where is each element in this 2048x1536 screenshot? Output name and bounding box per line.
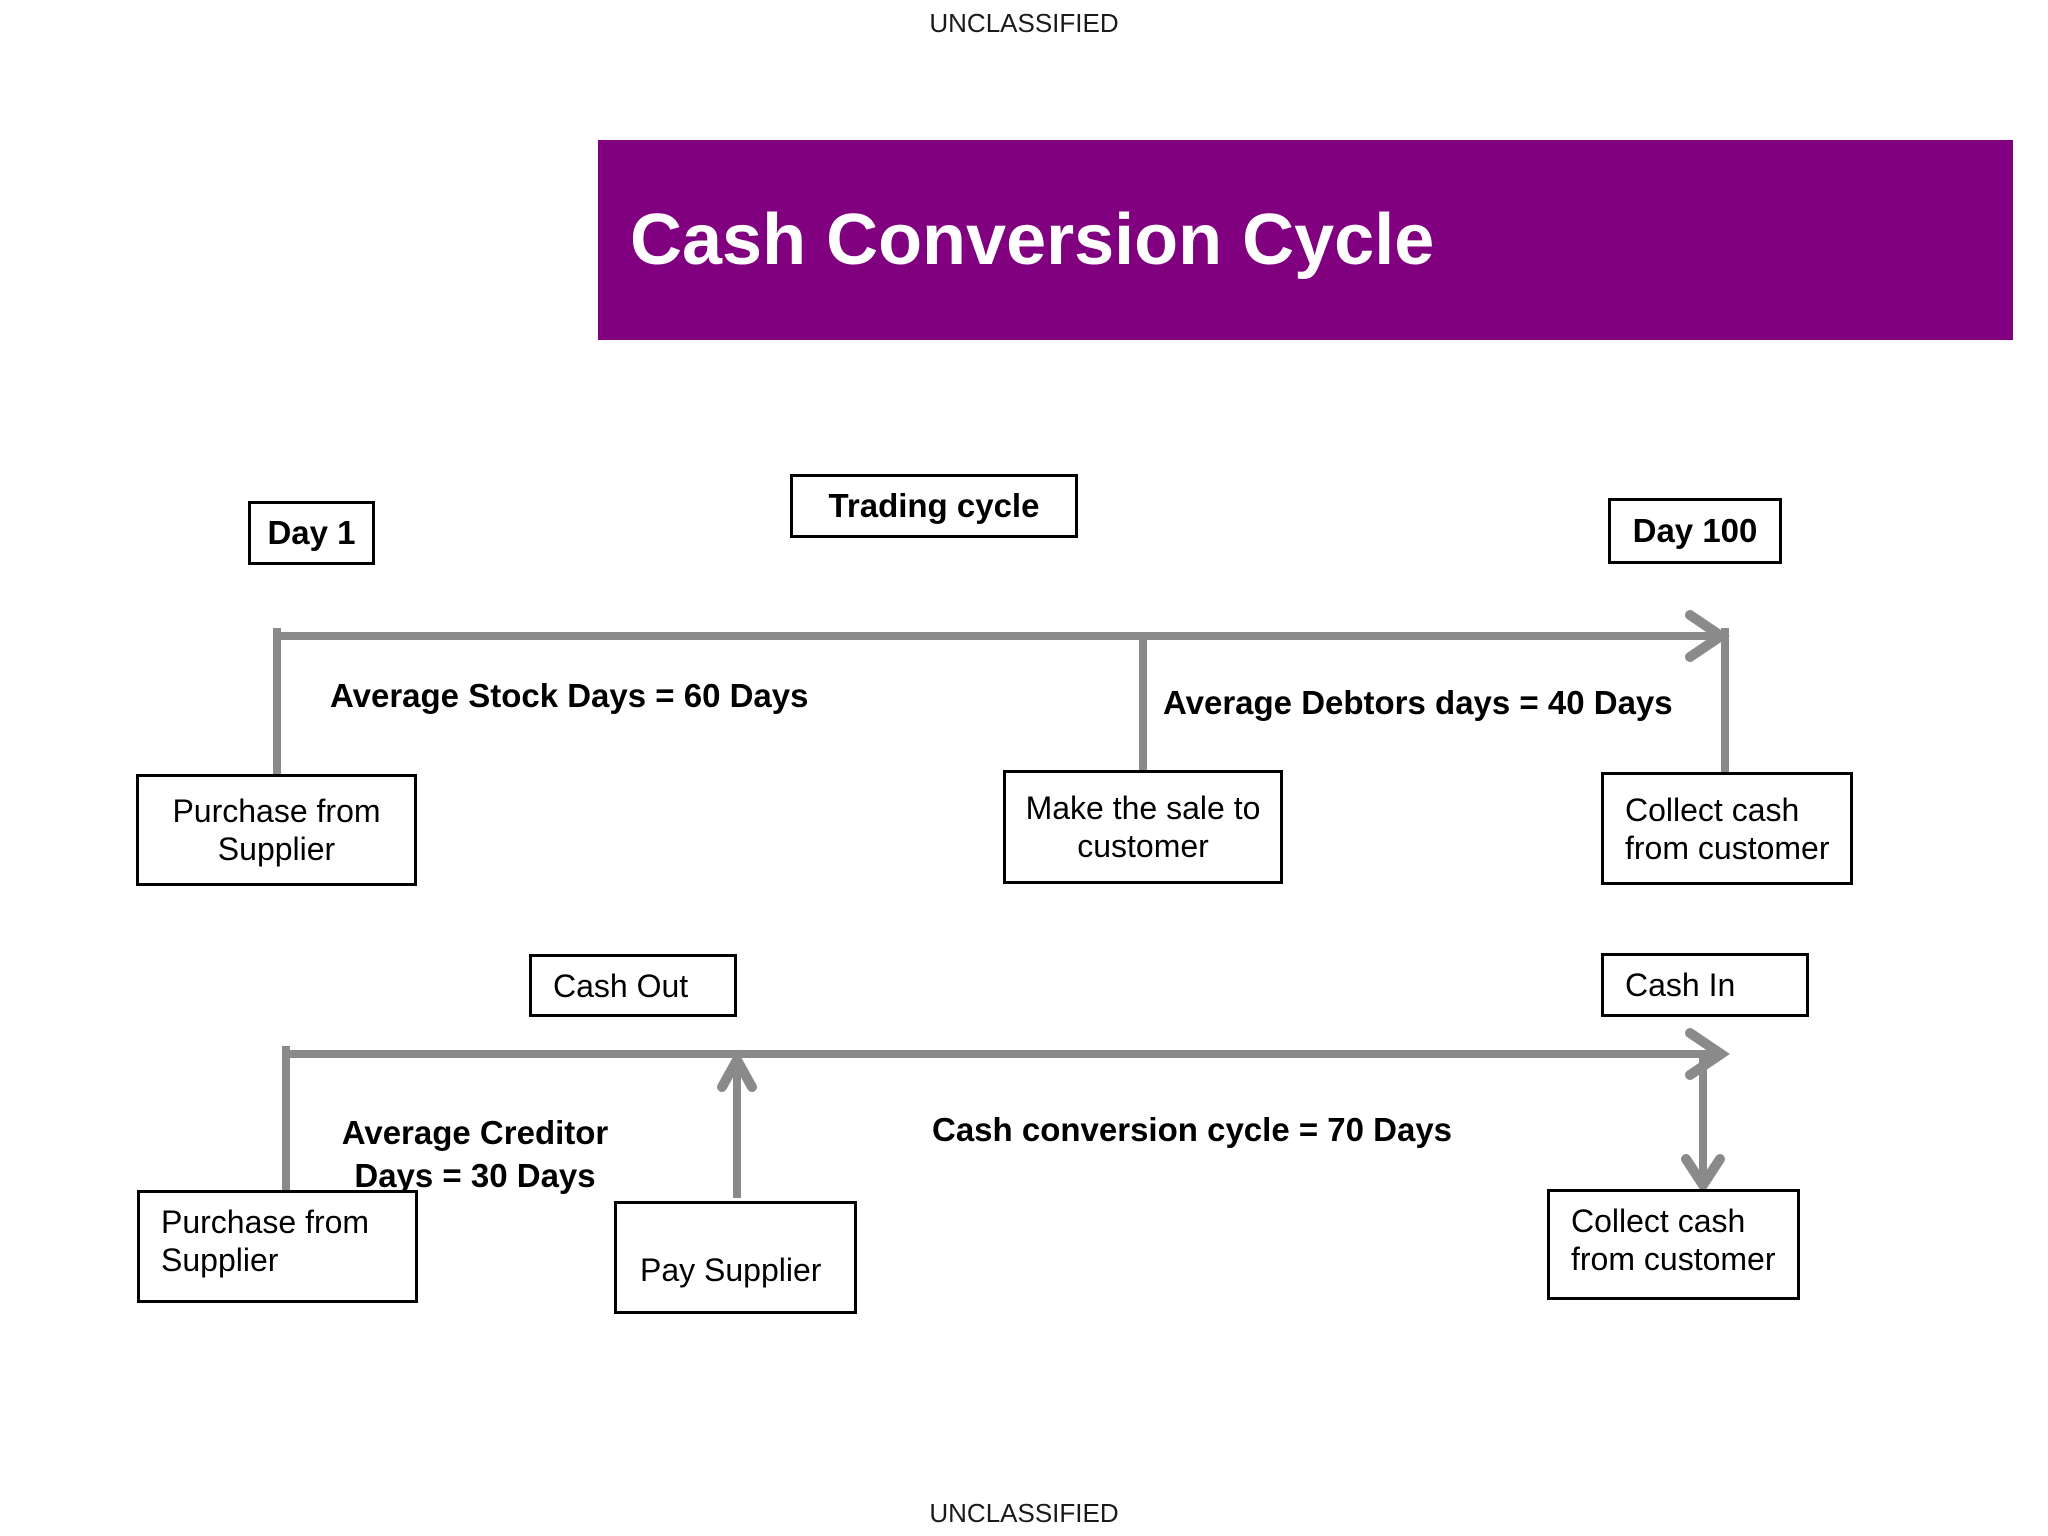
bottom-timeline-arrow <box>282 1028 1730 1198</box>
purchase-from-supplier-box-bottom: Purchase from Supplier <box>137 1190 418 1303</box>
box-line: Supplier <box>217 831 336 867</box>
trading-cycle-box: Trading cycle <box>790 474 1078 538</box>
collect-cash-box-bottom: Collect cash from customer <box>1547 1189 1800 1300</box>
avg-debtors-days-label: Average Debtors days = 40 Days <box>1163 684 1673 721</box>
avg-creditor-days-label: Average Creditor Days = 30 Days <box>275 1111 675 1197</box>
pay-supplier-box: Pay Supplier <box>614 1201 857 1314</box>
box-line: Make the sale to <box>1025 790 1261 826</box>
box-line: from customer <box>1571 1241 1776 1277</box>
box-line: from customer <box>1625 829 1830 866</box>
day1-box: Day 1 <box>248 501 375 565</box>
top-timeline-arrow <box>273 610 1730 776</box>
box-line: Purchase from <box>172 793 381 829</box>
page-title: Cash Conversion Cycle <box>630 200 1435 280</box>
classification-marking-bottom: UNCLASSIFIED <box>929 1498 1119 1528</box>
purchase-from-supplier-box-top: Purchase from Supplier <box>136 774 417 886</box>
label-line: Average Creditor <box>341 1114 609 1151</box>
title-banner: Cash Conversion Cycle <box>598 140 2013 340</box>
make-sale-box: Make the sale to customer <box>1003 770 1283 884</box>
box-line: customer <box>1077 828 1209 864</box>
box-line: Collect cash <box>1625 791 1800 828</box>
avg-stock-days-label: Average Stock Days = 60 Days <box>330 677 809 714</box>
day100-box: Day 100 <box>1608 498 1782 564</box>
cash-conversion-cycle-label: Cash conversion cycle = 70 Days <box>932 1111 1453 1148</box>
cash-in-box: Cash In <box>1601 953 1809 1017</box>
box-line: Collect cash <box>1571 1203 1746 1239</box>
classification-marking-top: UNCLASSIFIED <box>929 8 1119 38</box>
cash-out-box: Cash Out <box>529 954 737 1017</box>
collect-cash-box-top: Collect cash from customer <box>1601 772 1853 885</box>
box-line: Supplier <box>161 1242 279 1278</box>
label-line: Days = 30 Days <box>354 1157 596 1194</box>
box-line: Purchase from <box>161 1204 370 1240</box>
